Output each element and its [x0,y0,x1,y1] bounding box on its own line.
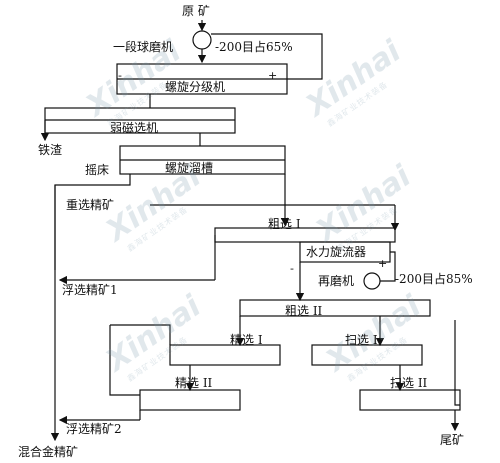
hydrocyclone-label: 水力旋流器 [306,245,367,259]
scavenger-1-box [311,344,423,366]
classifier-return-line [211,33,323,80]
spiral-classifier-label: 螺旋分级机 [165,80,226,94]
ball-mill-1-symbol [192,30,212,50]
raw-ore-label: 原 矿 [182,4,210,18]
weak-magnetic-label: 弱磁选机 [110,121,159,135]
grind-2-label: -200目占85% [395,272,473,286]
regrind-mill-label: 再磨机 [318,274,355,288]
shaking-table-label: 摇床 [85,163,110,177]
spiral-chute-label: 螺旋溜槽 [165,161,214,175]
rougher-1-label: 粗选 I [268,217,301,231]
iron-slag-label: 铁渣 [38,143,63,157]
cleaner-1-label: 精选 I [230,333,263,347]
grind-1-label: -200目占65% [215,40,293,54]
flot-conc-1-label: 浮选精矿1 [62,283,118,297]
rougher-2-box [239,299,431,317]
cleaner-2-label: 精选 II [175,376,213,390]
tailings-label: 尾矿 [440,433,465,447]
hydrocyclone-plus-sign: + [378,257,388,270]
cleaner-2-box [139,389,241,411]
classifier-plus-sign: + [268,69,278,82]
gravity-conc-label: 重选精矿 [66,198,115,212]
regrind-mill-symbol [363,272,381,290]
hydrocyclone-minus-sign: - [290,262,294,275]
cleaner-1-box [169,344,281,366]
rougher-2-label: 粗选 II [285,304,323,318]
ball-mill-1-label: 一段球磨机 [113,40,174,54]
classifier-minus-sign: - [118,69,122,82]
scavenger-1-label: 扫选 I [345,333,378,347]
mixed-conc-label: 混合金精矿 [18,445,79,459]
flot-conc-2-label: 浮选精矿2 [66,422,122,436]
scavenger-2-box [359,389,461,411]
scavenger-2-label: 扫选 II [390,376,428,390]
